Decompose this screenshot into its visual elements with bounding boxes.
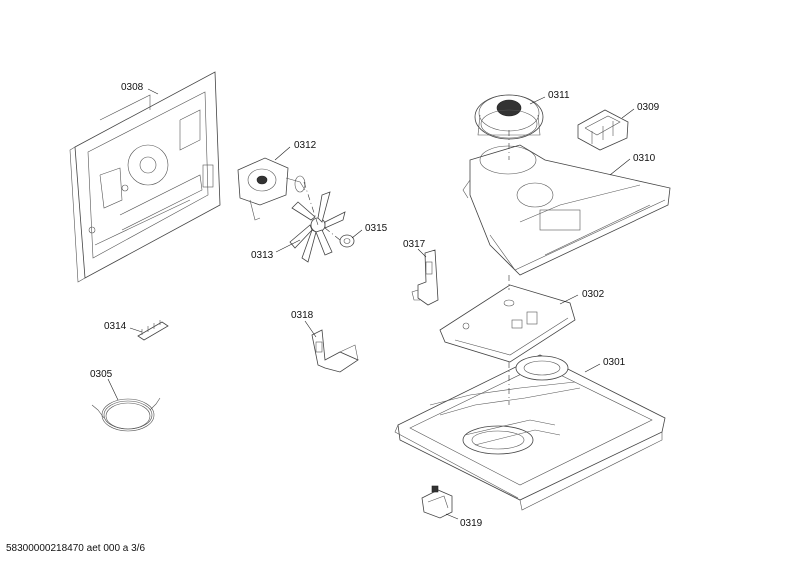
leader-0312 [274,146,291,161]
leader-0313 [275,239,301,253]
part-0305-cable [91,397,161,432]
label-0308: 0308 [121,82,144,93]
leader-0318 [304,320,317,338]
part-0309-module [577,109,629,151]
part-0313-fan-blade [289,191,346,263]
leader-0317 [417,248,427,258]
part-0311-fan-ring [474,94,544,140]
part-0308-rear-panel [69,71,221,283]
part-0302-plate [439,284,576,363]
part-0318-bracket [311,329,359,373]
leader-0309 [621,108,635,119]
part-0319-clip [421,485,453,519]
label-0314: 0314 [104,321,127,332]
part-0315-nut [339,234,355,248]
label-0315: 0315 [365,223,388,234]
leader-0310 [609,158,631,176]
leader-0301 [584,363,601,373]
leader-0305 [107,378,119,401]
label-0310: 0310 [633,153,656,164]
label-0317: 0317 [403,239,426,250]
fan-axis [303,181,319,226]
label-0311: 0311 [548,90,570,101]
label-0301: 0301 [603,357,626,368]
part-0310-fan-cover [462,144,671,276]
label-0313: 0313 [251,250,274,261]
leader-0315 [351,229,363,239]
part-0301-base-plate [394,354,666,511]
leader-0319 [445,513,459,520]
leader-0314 [129,327,143,333]
label-0302: 0302 [582,289,605,300]
part-0312-fan-motor [237,157,306,221]
label-0305: 0305 [90,369,113,380]
label-0318: 0318 [291,310,314,321]
part-0314-terminal-block [137,320,169,341]
document-footer: 58300000218470 aet 000 a 3/6 [6,543,146,554]
leader-0308 [147,88,159,95]
label-0319: 0319 [460,518,483,529]
leader-0302 [559,294,579,305]
part-0317-bracket [411,249,439,306]
leader-0311 [529,96,546,105]
label-0309: 0309 [637,102,660,113]
nut-axis [324,227,341,241]
label-0312: 0312 [294,140,317,151]
